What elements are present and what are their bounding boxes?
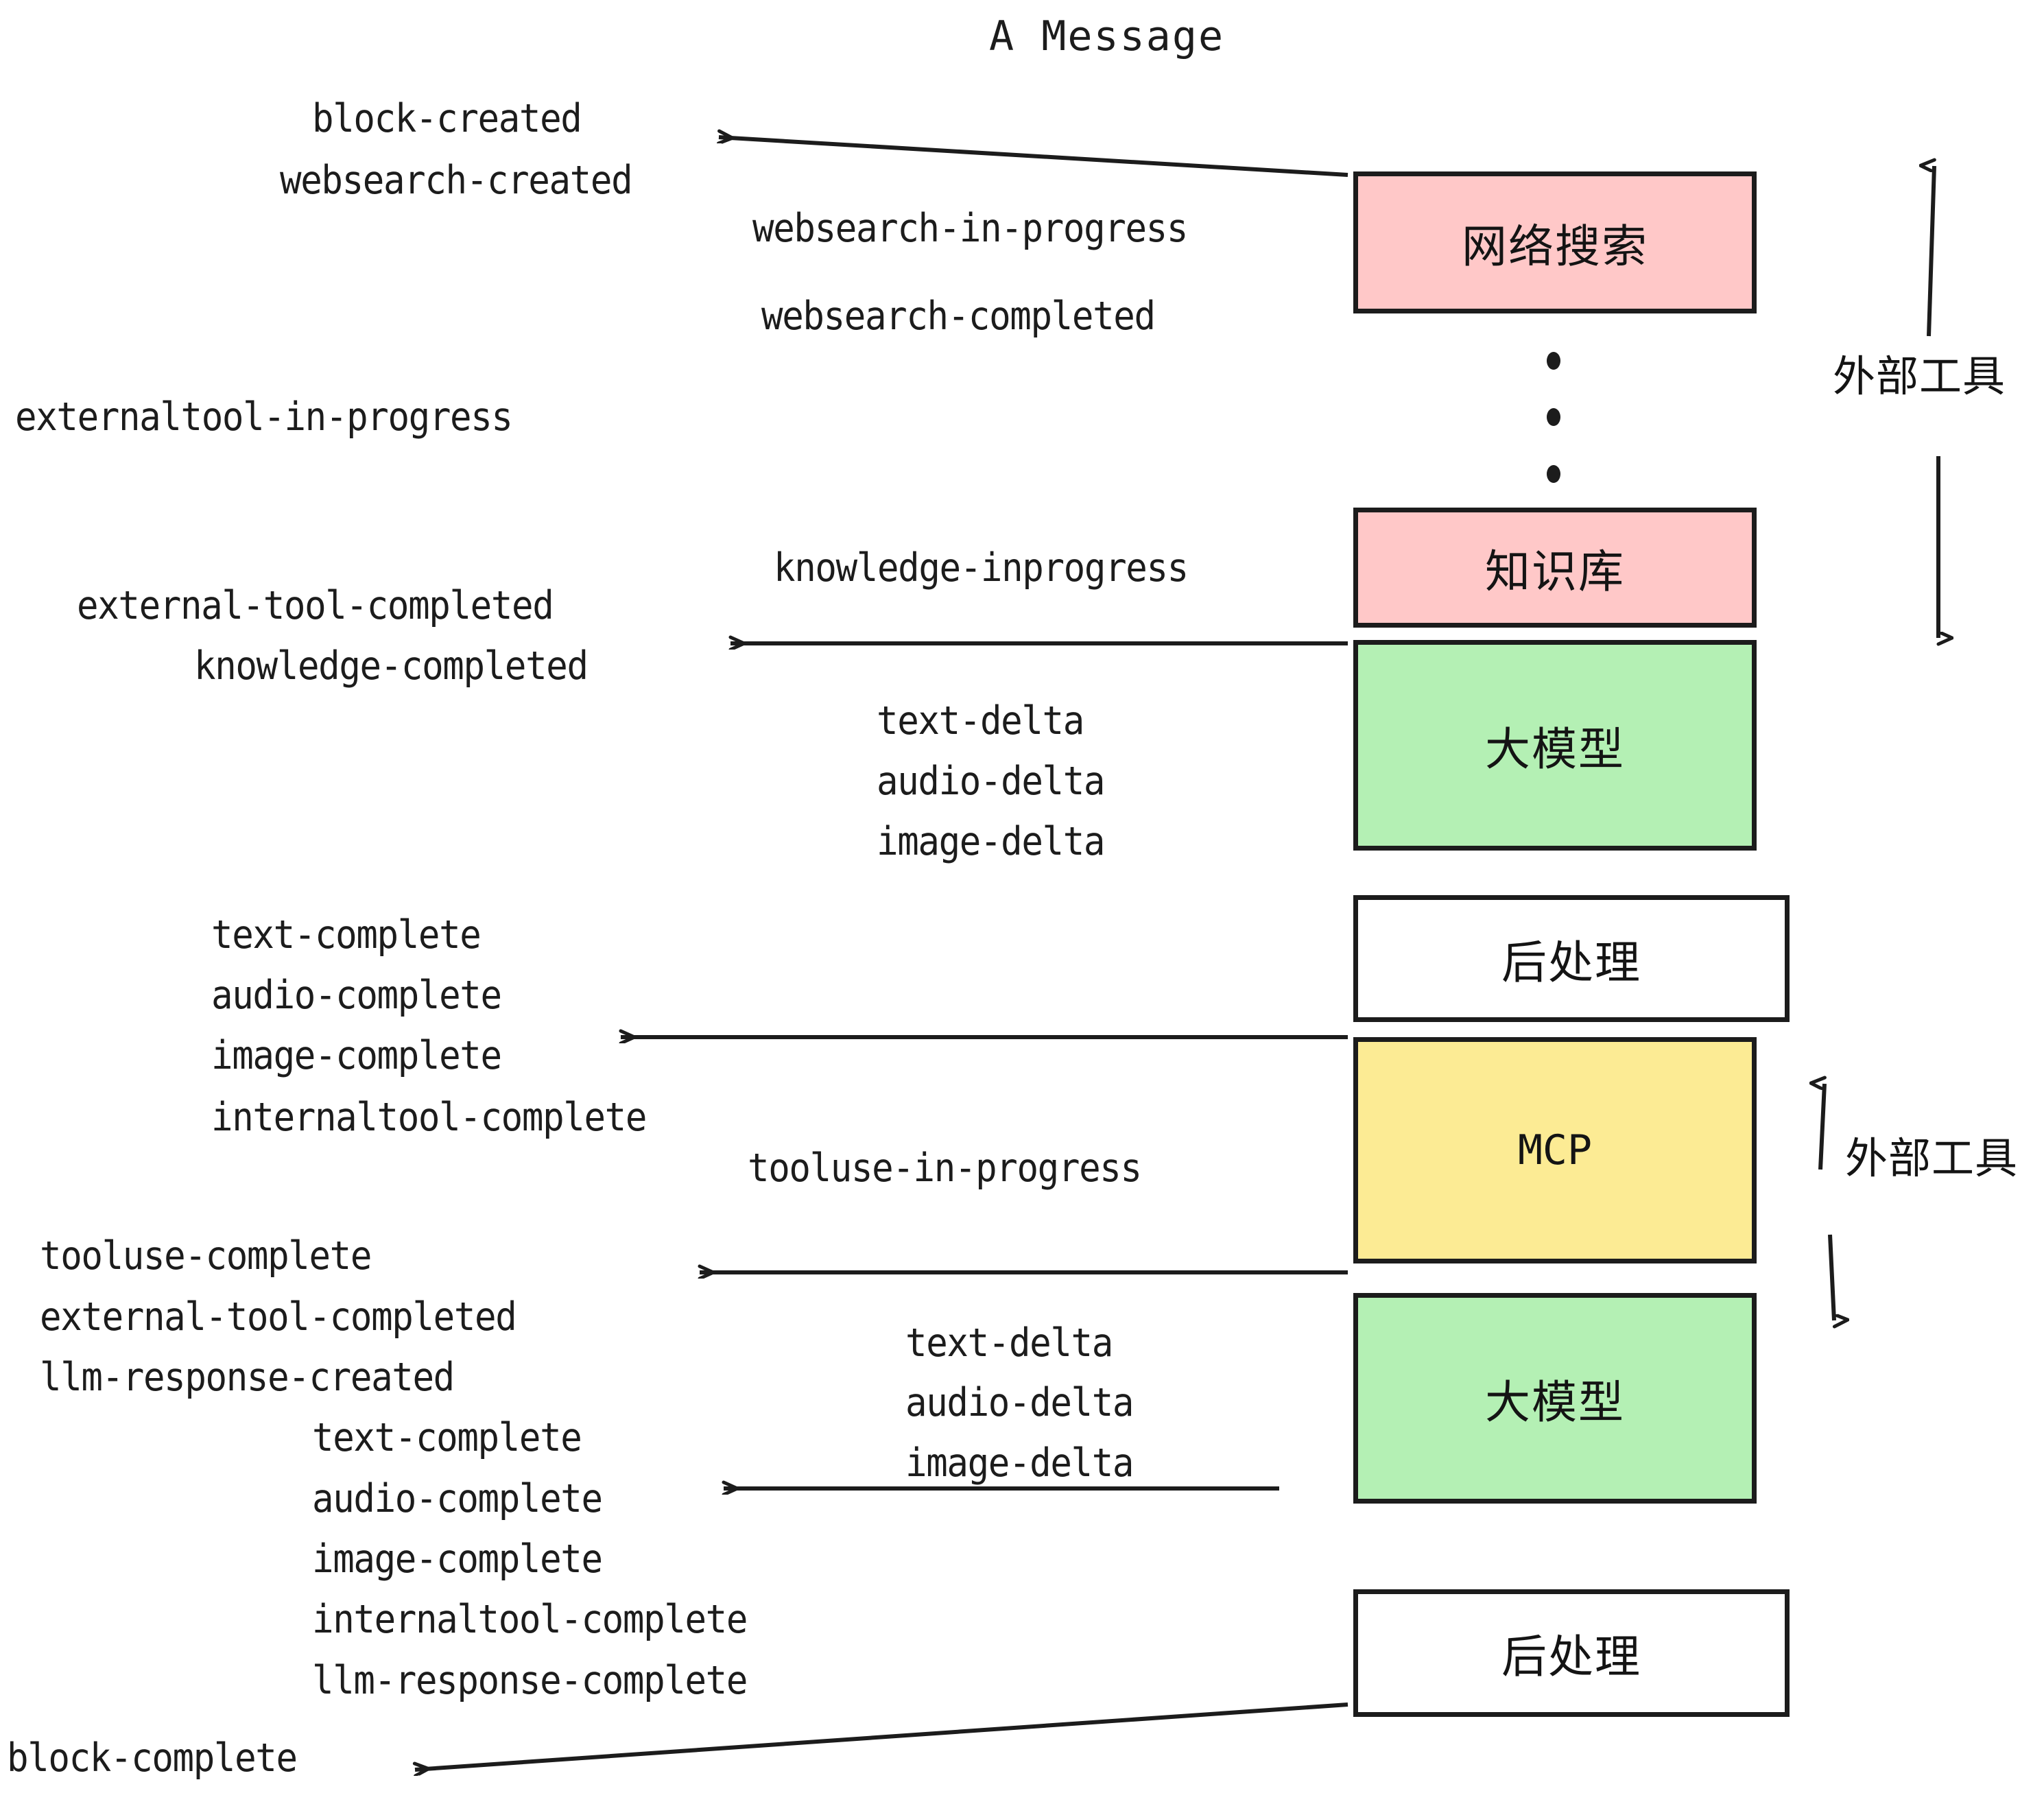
node-postprocess-1-label: 后处理 <box>1501 936 1641 989</box>
node-websearch-label: 网络搜索 <box>1462 219 1648 273</box>
event-label-text-complete-1: text-complete <box>211 912 482 958</box>
side-label-external-tool-top: 外部工具 <box>1833 351 2006 401</box>
node-mcp-label: MCP <box>1517 1126 1593 1174</box>
node-postprocess-1[interactable]: 后处理 <box>1353 895 1790 1022</box>
event-label-text-delta-1: text-delta <box>877 698 1084 744</box>
event-label-websearch-completed: websearch-completed <box>761 294 1156 339</box>
external-tool-span-bottom <box>1820 1084 1834 1320</box>
event-label-audio-delta-2: audio-delta <box>905 1380 1134 1425</box>
event-label-llm-response-complete: llm-response-complete <box>312 1658 748 1703</box>
event-label-text-delta-2: text-delta <box>905 1320 1113 1366</box>
event-label-knowledge-inprogress: knowledge-inprogress <box>774 545 1189 591</box>
node-knowledge-label: 知识库 <box>1485 545 1625 598</box>
event-label-text-complete-2: text-complete <box>312 1415 582 1460</box>
event-label-audio-complete-2: audio-complete <box>312 1476 603 1521</box>
ellipsis-dot-3 <box>1547 465 1560 483</box>
event-label-image-complete-2: image-complete <box>312 1536 603 1582</box>
event-label-tooluse-complete: tooluse-complete <box>40 1233 372 1279</box>
event-label-external-tool-completed-2: external-tool-completed <box>40 1294 517 1340</box>
ellipsis-dot-1 <box>1547 352 1560 370</box>
node-websearch[interactable]: 网络搜索 <box>1353 171 1757 313</box>
event-label-image-complete-1: image-complete <box>211 1033 502 1078</box>
event-label-internaltool-complete-1: internaltool-complete <box>211 1095 647 1140</box>
event-label-websearch-created: websearch-created <box>280 158 633 203</box>
node-llm-1[interactable]: 大模型 <box>1353 640 1757 851</box>
event-label-block-created: block-created <box>312 96 582 141</box>
node-knowledge[interactable]: 知识库 <box>1353 508 1757 628</box>
event-label-knowledge-completed: knowledge-completed <box>194 643 589 689</box>
diagram-title: A Message <box>989 12 1225 60</box>
event-label-audio-complete-1: audio-complete <box>211 973 502 1018</box>
arrow-websearch-created <box>719 137 1348 177</box>
node-mcp[interactable]: MCP <box>1353 1037 1757 1263</box>
event-label-llm-response-created: llm-response-created <box>40 1355 455 1400</box>
event-label-externaltool-in-progress: externaltool-in-progress <box>15 394 513 440</box>
event-label-image-delta-1: image-delta <box>877 819 1105 864</box>
event-label-block-complete: block-complete <box>7 1735 298 1781</box>
event-label-image-delta-2: image-delta <box>905 1440 1134 1486</box>
event-label-audio-delta-1: audio-delta <box>877 759 1105 804</box>
event-label-websearch-in-progress: websearch-in-progress <box>752 206 1188 251</box>
arrow-block-complete <box>415 1702 1348 1770</box>
node-llm-2[interactable]: 大模型 <box>1353 1293 1757 1504</box>
side-label-external-tool-bottom: 外部工具 <box>1845 1133 2019 1183</box>
node-postprocess-2-label: 后处理 <box>1501 1630 1641 1683</box>
event-label-internaltool-complete-2: internaltool-complete <box>312 1597 748 1642</box>
node-llm-1-label: 大模型 <box>1485 722 1625 776</box>
node-postprocess-2[interactable]: 后处理 <box>1353 1589 1790 1717</box>
event-label-tooluse-in-progress: tooluse-in-progress <box>748 1146 1142 1191</box>
ellipsis-dot-2 <box>1547 408 1560 426</box>
event-label-external-tool-completed-1: external-tool-completed <box>77 583 554 628</box>
node-llm-2-label: 大模型 <box>1485 1375 1625 1429</box>
